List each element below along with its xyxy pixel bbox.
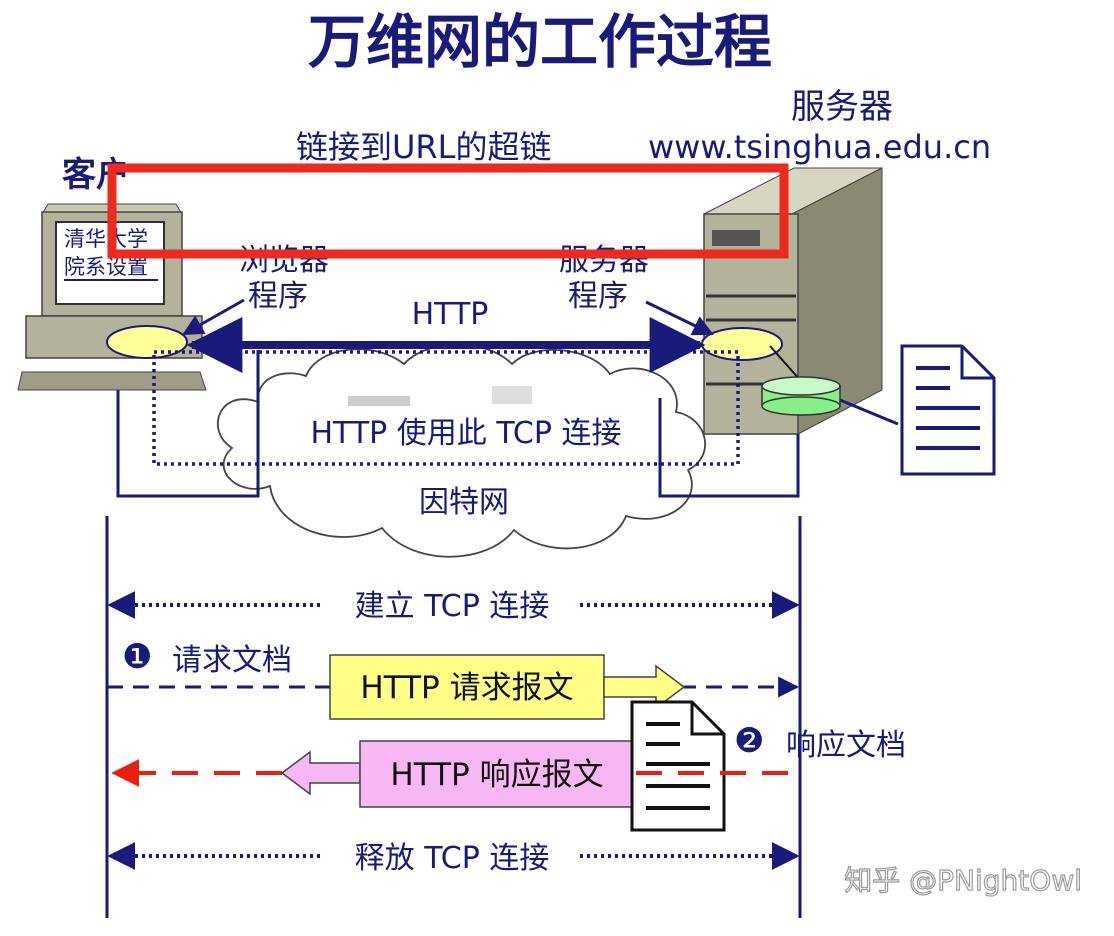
diagram-title: 万维网的工作过程: [308, 8, 772, 76]
server-link-bracket: [658, 398, 800, 498]
cloud-gap-mark-left: [348, 396, 410, 406]
http-request-box: [329, 654, 605, 720]
server-program-label-line1: 服务器: [559, 243, 649, 278]
http-label: HTTP: [412, 297, 489, 332]
tcp-dotted-connection: [152, 350, 740, 466]
disk-to-document-link: [839, 398, 899, 426]
internet-label: 因特网: [419, 485, 509, 520]
server-pointer-line: [645, 300, 714, 336]
screen-text-line1: 清华大学: [64, 227, 148, 251]
document-icon: [900, 344, 996, 476]
watermark: 知乎 @PNightOwl: [844, 864, 1082, 897]
step1-label: 请求文档: [172, 643, 292, 678]
client-label: 客户: [62, 155, 130, 195]
screen-text-line2: 院系设置: [64, 255, 148, 279]
http-response-label: HTTP 响应报文: [390, 757, 603, 793]
client-link-bracket: [116, 350, 260, 498]
hyperlink-label: 链接到URL的超链: [296, 128, 552, 166]
request-block-arrow: [603, 664, 686, 710]
disk-icon: [761, 376, 841, 416]
release-tcp-label: 释放 TCP 连接: [355, 841, 550, 876]
http-response-box: [359, 740, 635, 808]
highlight-rectangle: [107, 163, 789, 259]
establish-tcp-label: 建立 TCP 连接: [355, 589, 550, 624]
step2-label: 响应文档: [786, 728, 906, 763]
response-block-arrow: [280, 750, 361, 796]
server-to-disk-link: [769, 345, 801, 381]
http-request-label: HTTP 请求报文: [360, 670, 573, 706]
response-document-icon: [630, 700, 726, 832]
step2-number: ❷: [734, 721, 764, 761]
cloud-gap-mark-right: [492, 386, 532, 404]
server-program-label-line2: 程序: [568, 279, 628, 314]
browser-label-line1: 浏览器: [239, 243, 329, 278]
browser-label-line2: 程序: [248, 279, 308, 314]
server-program-ellipse: [701, 327, 783, 361]
url-label: www.tsinghua.edu.cn: [648, 128, 991, 166]
tcp-use-label: HTTP 使用此 TCP 连接: [311, 416, 622, 451]
server-label: 服务器: [791, 87, 893, 127]
step1-number: ❶: [122, 637, 152, 677]
